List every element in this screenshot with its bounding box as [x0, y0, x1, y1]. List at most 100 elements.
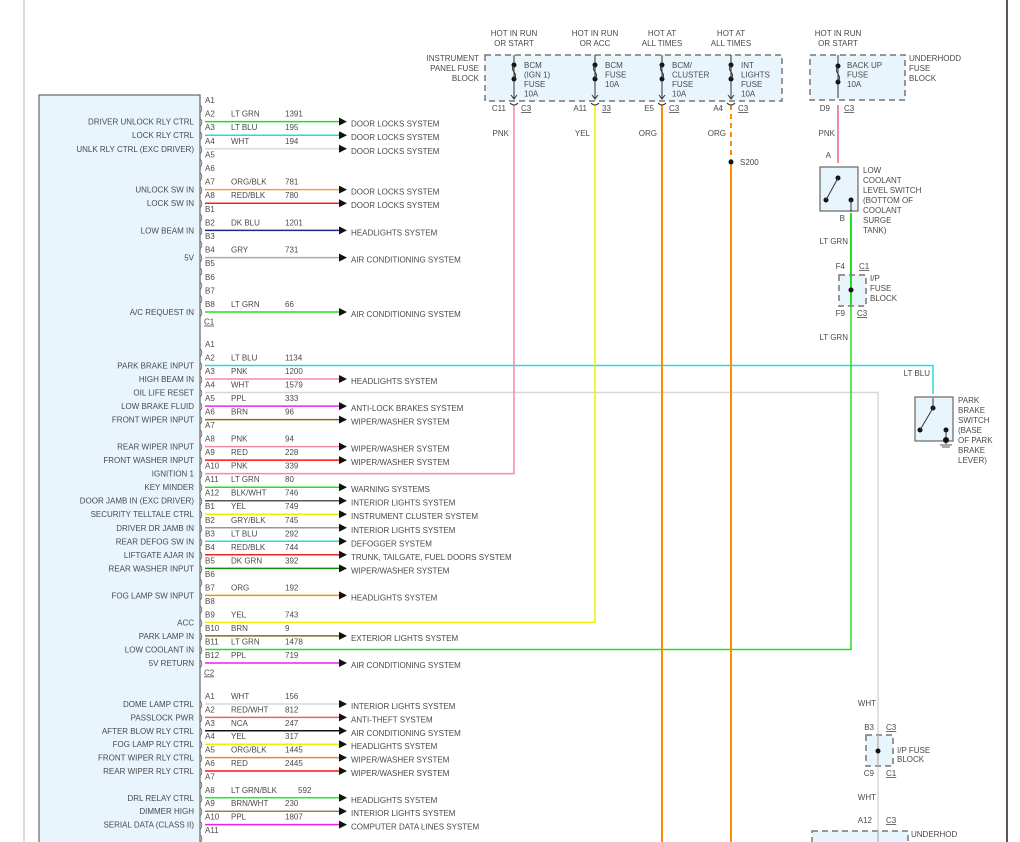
connector-cavity-mark: ) [200, 767, 203, 776]
pin-label: A8 [205, 191, 215, 200]
pin-label: E5 [644, 104, 654, 113]
wire-color-label: YEL [575, 129, 591, 138]
pin-label: B8 [205, 300, 215, 309]
fuse-block-label: BLOCK [909, 74, 937, 83]
switch-blade [919, 407, 934, 431]
destination-system-link: WIPER/WASHER SYSTEM [351, 769, 450, 778]
fuse-name: BACK UP [847, 61, 882, 70]
wire-color-label: PNK [231, 435, 248, 444]
pin-label: A8 [205, 786, 215, 795]
wire-color-label: LT BLU [231, 123, 258, 132]
wire-color-label: RED [231, 759, 248, 768]
circuit-number: 592 [298, 786, 312, 795]
connector-cavity-mark: ) [200, 186, 203, 195]
circuit-number: 731 [285, 246, 299, 255]
circuit-number: 2445 [285, 759, 303, 768]
pin-label: B11 [205, 637, 219, 646]
connector-id: C3 [669, 104, 680, 113]
component-label: LEVEL SWITCH [863, 186, 922, 195]
pin-label: A2 [205, 110, 215, 119]
connector-cavity-mark: ) [200, 591, 203, 600]
pin-label: A4 [713, 104, 723, 113]
pin-label: C11 [492, 104, 507, 113]
pin-label: B3 [205, 529, 215, 538]
connector-id: C1 [886, 769, 897, 778]
fuse-block-label: BLOCK [452, 74, 480, 83]
wire-color-label: RED/WHT [231, 705, 268, 714]
ground-dot [943, 437, 949, 443]
circuit-number: 1445 [285, 746, 303, 755]
connector-cavity-mark: ) [200, 213, 203, 222]
circuit-number: 1391 [285, 110, 303, 119]
fuse-block-label: UNDERHODD [909, 54, 961, 63]
wire-color-label: RED [231, 448, 248, 457]
connector-cavity-mark: ) [200, 537, 203, 546]
component-label: OF PARK [958, 436, 993, 445]
destination-system-link: DOOR LOCKS SYSTEM [351, 201, 440, 210]
connector-cavity-mark: ) [200, 416, 203, 425]
fuse-name: 10A [672, 90, 687, 99]
arrow-icon [339, 456, 347, 465]
arrow-icon [339, 144, 347, 153]
pin-function-label: LIFTGATE AJAR IN [124, 551, 194, 560]
pin-label: B9 [205, 610, 215, 619]
wire-color-label: ORG [708, 129, 726, 138]
wire-color-label: GRY/BLK [231, 516, 266, 525]
connector-cavity-mark: ) [200, 780, 203, 789]
connector-id: C3 [738, 104, 749, 113]
pin-function-label: AFTER BLOW RLY CTRL [102, 727, 195, 736]
connector-cavity-mark: ) [200, 794, 203, 803]
wire-color-label: PNK [819, 129, 836, 138]
pin-function-label: PARK LAMP IN [139, 632, 195, 641]
pin-function-label: FOG LAMP RLY CTRL [113, 740, 195, 749]
circuit-number: 1200 [285, 367, 303, 376]
fuse-name: LIGHTS [741, 71, 770, 80]
pin-label: A11 [573, 104, 587, 113]
fuse-block-label: FUSE [870, 284, 891, 293]
connector-cavity-mark: ) [200, 104, 203, 113]
circuit-number: 780 [285, 191, 299, 200]
arrow-icon [339, 726, 347, 735]
wire-color-label: NCA [231, 719, 249, 728]
destination-system-link: AIR CONDITIONING SYSTEM [351, 661, 461, 670]
wire-color-label: WHT [858, 793, 876, 802]
pin-label: B3 [864, 723, 874, 732]
pin-label: A7 [205, 421, 215, 430]
circuit-number: 66 [285, 300, 294, 309]
connector-cavity-mark: ) [200, 131, 203, 140]
arrow-icon [339, 199, 347, 208]
destination-system-link: DOOR LOCKS SYSTEM [351, 120, 440, 129]
connector-cavity-mark: ) [200, 483, 203, 492]
wire-color-label: BLK/WHT [231, 489, 267, 498]
connector-cavity-mark: ) [200, 240, 203, 249]
component-label: LEVER) [958, 456, 987, 465]
fuse-block-label: BLOCK [870, 294, 898, 303]
fuse-name: FUSE [847, 71, 868, 80]
power-condition-label: HOT IN RUN [815, 29, 862, 38]
arrow-icon [339, 415, 347, 424]
pin-function-label: LOW BRAKE FLUID [121, 402, 194, 411]
fuse-name: INT [741, 61, 754, 70]
pin-function-label: DRIVER UNLOCK RLY CTRL [88, 118, 195, 127]
destination-system-link: INTERIOR LIGHTS SYSTEM [351, 702, 456, 711]
destination-system-link: ANTI-THEFT SYSTEM [351, 715, 433, 724]
destination-system-link: ANTI-LOCK BRAKES SYSTEM [351, 404, 464, 413]
fuse-name: FUSE [672, 80, 693, 89]
connector-cavity-mark: ) [200, 158, 203, 167]
power-condition-label: HOT AT [648, 29, 676, 38]
pin-label: A4 [205, 732, 215, 741]
pin-label: B2 [205, 218, 215, 227]
fuse-block-label: FUSE [909, 64, 930, 73]
pin-function-label: SECURITY TELLTALE CTRL [91, 510, 195, 519]
pin-label: B4 [205, 246, 215, 255]
arrow-icon [727, 94, 735, 100]
arrow-icon [339, 483, 347, 492]
arrow-icon [339, 700, 347, 708]
arrow-icon [339, 753, 347, 762]
wire-color-label: LT BLU [904, 369, 931, 378]
connector-cavity-mark: ) [200, 618, 203, 627]
arrow-icon [339, 767, 347, 775]
pin-label: A5 [205, 746, 215, 755]
arrow-icon [339, 807, 347, 816]
pin-function-label: PASSLOCK PWR [131, 713, 195, 722]
